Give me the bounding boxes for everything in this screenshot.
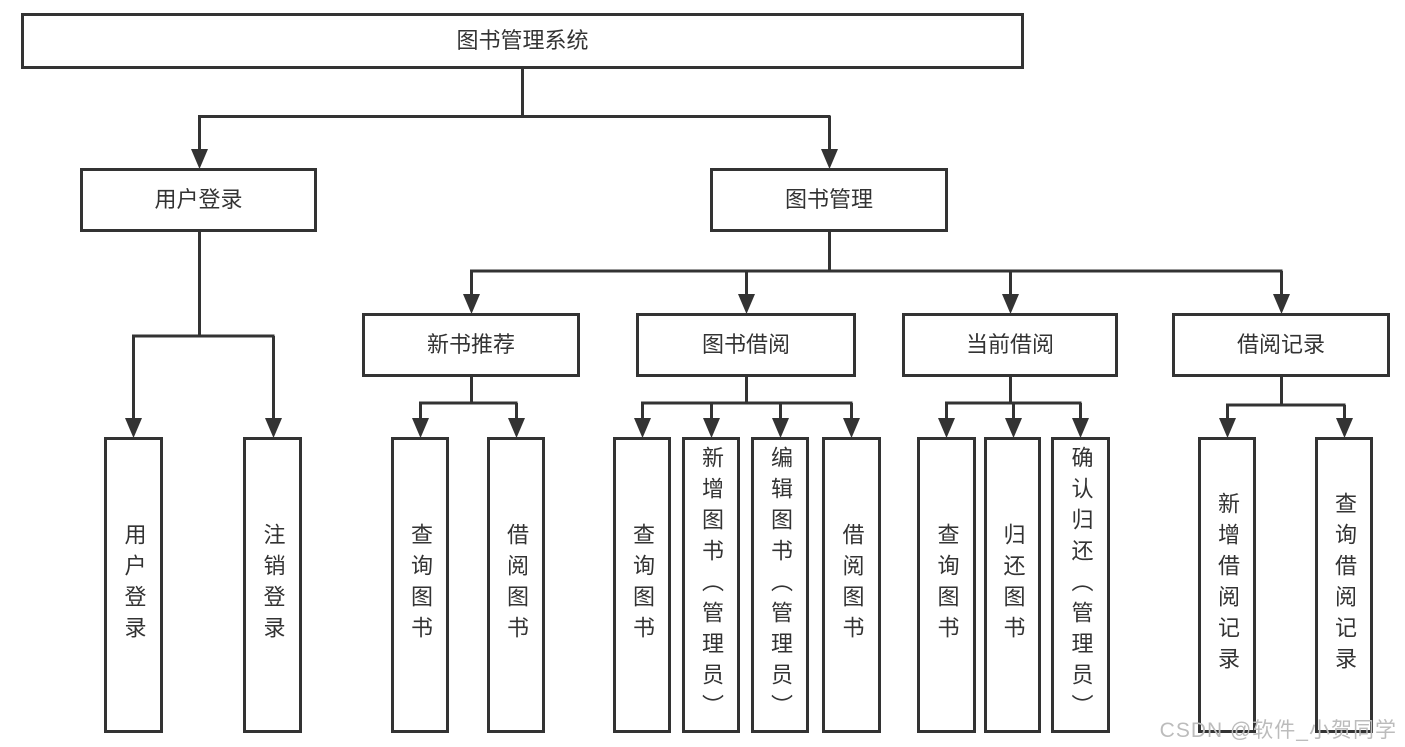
connector-new-book-to-leaves [419, 377, 518, 419]
leaf-confirm-return-admin: 确认归还（管理员） [1051, 437, 1110, 733]
node-root-library-system: 图书管理系统 [21, 13, 1024, 69]
arrow-down-icon [265, 418, 282, 438]
node-book-borrowing: 图书借阅 [636, 313, 856, 377]
leaf-edit-books-admin: 编辑图书（管理员） [751, 437, 809, 733]
arrow-down-icon [703, 418, 720, 438]
arrow-down-icon [1219, 418, 1236, 438]
arrow-down-icon [1273, 294, 1290, 314]
arrow-down-icon [772, 418, 789, 438]
connector-current-borrow-to-leaves [945, 377, 1082, 419]
arrow-down-icon [843, 418, 860, 438]
node-user-login: 用户登录 [80, 168, 317, 232]
leaf-return-books: 归还图书 [984, 437, 1041, 733]
arrow-down-icon [1072, 418, 1089, 438]
csdn-watermark: CSDN @软件_小贺同学 [1159, 719, 1397, 742]
arrow-down-icon [938, 418, 955, 438]
node-new-book-recommend: 新书推荐 [362, 313, 580, 377]
leaf-query-books-recommend: 查询图书 [391, 437, 449, 733]
arrow-down-icon [738, 294, 755, 314]
connector-book-borrow-to-leaves [641, 377, 853, 419]
connector-user-login-to-leaves [132, 232, 275, 419]
arrow-down-icon [125, 418, 142, 438]
leaf-query-books-borrowing: 查询图书 [613, 437, 671, 733]
leaf-user-login: 用户登录 [104, 437, 163, 733]
leaf-add-borrow-record: 新增借阅记录 [1198, 437, 1256, 733]
leaf-borrow-books-borrowing: 借阅图书 [822, 437, 881, 733]
leaf-logout: 注销登录 [243, 437, 302, 733]
arrow-down-icon [508, 418, 525, 438]
arrow-down-icon [191, 149, 208, 169]
leaf-query-borrow-record: 查询借阅记录 [1315, 437, 1373, 733]
leaf-borrow-books-recommend: 借阅图书 [487, 437, 545, 733]
connector-book-mgmt-to-level3 [470, 232, 1283, 295]
arrow-down-icon [1336, 418, 1353, 438]
node-borrowing-records: 借阅记录 [1172, 313, 1390, 377]
arrow-down-icon [463, 294, 480, 314]
arrow-down-icon [634, 418, 651, 438]
connector-borrow-record-to-leaves [1226, 377, 1346, 419]
leaf-query-books-current: 查询图书 [917, 437, 976, 733]
arrow-down-icon [412, 418, 429, 438]
leaf-add-books-admin: 新增图书（管理员） [682, 437, 740, 733]
node-current-borrowing: 当前借阅 [902, 313, 1118, 377]
arrow-down-icon [1002, 294, 1019, 314]
node-book-management: 图书管理 [710, 168, 948, 232]
arrow-down-icon [821, 149, 838, 169]
connector-root-to-level2 [198, 69, 831, 150]
arrow-down-icon [1005, 418, 1022, 438]
